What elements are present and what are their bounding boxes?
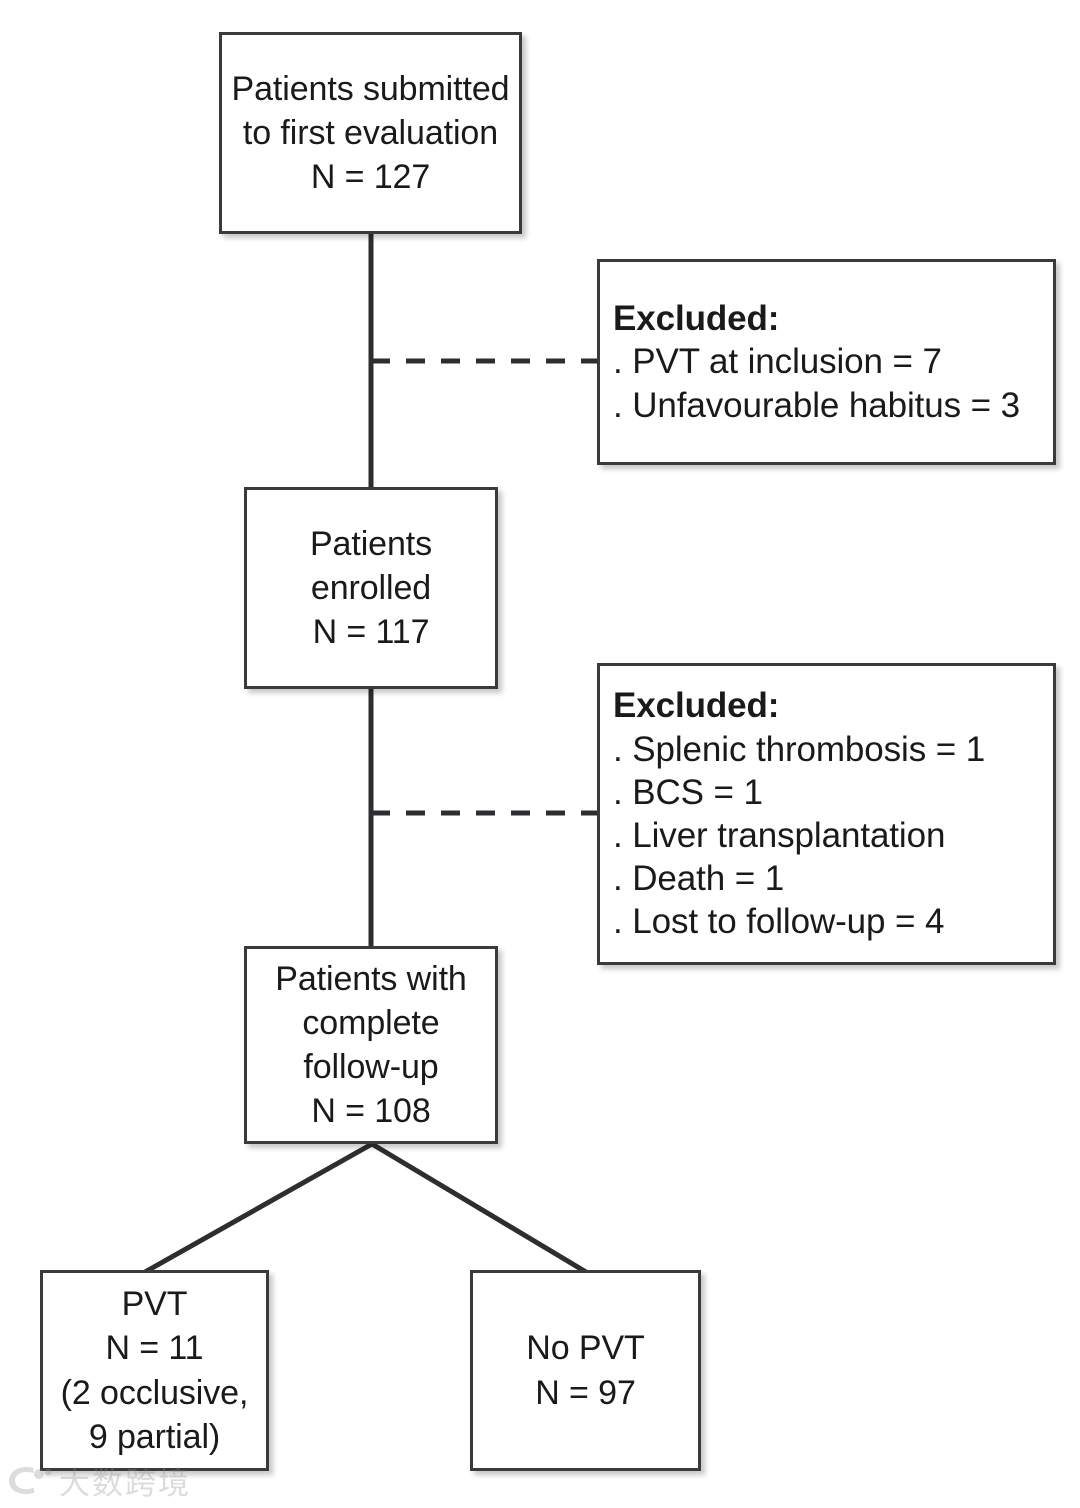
- excluded-item: . Liver transplantation: [613, 816, 946, 855]
- excluded-item: . Splenic thrombosis = 1: [613, 729, 986, 769]
- connector-complete-followup-to-pvt: [143, 1141, 374, 1275]
- node-excluded-second-stage: Excluded: . Splenic thrombosis = 1 . BCS…: [597, 663, 1056, 965]
- excluded-item: . Death = 1: [613, 859, 785, 899]
- node-first-evaluation: Patients submitted to first evaluation N…: [219, 32, 522, 234]
- node-line: N = 117: [312, 613, 430, 652]
- node-line: (2 occlusive,: [60, 1373, 249, 1412]
- node-excluded-first-stage: Excluded: . PVT at inclusion = 7 . Unfav…: [597, 259, 1056, 465]
- node-no-pvt-outcome: No PVT N = 97: [470, 1270, 701, 1471]
- node-line: N = 97: [535, 1373, 636, 1412]
- node-complete-followup-text: Patients with complete follow-up N = 108: [275, 957, 467, 1134]
- node-line: Patients submitted: [231, 69, 510, 108]
- node-line: N = 127: [310, 158, 431, 197]
- node-excluded-second-stage-text: Excluded: . Splenic thrombosis = 1 . BCS…: [600, 684, 1053, 943]
- node-line: N = 108: [311, 1092, 431, 1131]
- node-line: to first evaluation: [242, 113, 499, 152]
- excluded-item: . BCS = 1: [613, 772, 763, 812]
- node-line: follow-up: [303, 1048, 439, 1086]
- node-pvt-outcome-text: PVT N = 11 (2 occlusive, 9 partial): [61, 1282, 249, 1459]
- node-line: 9 partial): [88, 1417, 221, 1456]
- node-first-evaluation-text: Patients submitted to first evaluation N…: [232, 67, 510, 200]
- node-line: enrolled: [310, 568, 432, 607]
- node-line: No PVT: [526, 1329, 645, 1368]
- excluded-item: . PVT at inclusion = 7: [613, 342, 942, 382]
- node-pvt-outcome: PVT N = 11 (2 occlusive, 9 partial): [40, 1270, 269, 1471]
- excluded-item: . Unfavourable habitus = 3: [613, 385, 1020, 425]
- node-line: N = 11: [105, 1329, 204, 1368]
- excluded-heading: Excluded:: [613, 299, 780, 339]
- node-line: PVT: [121, 1285, 188, 1324]
- node-patients-enrolled: Patients enrolled N = 117: [244, 487, 498, 689]
- node-line: Patients: [309, 524, 433, 563]
- node-excluded-first-stage-text: Excluded: . PVT at inclusion = 7 . Unfav…: [600, 297, 1053, 427]
- node-no-pvt-outcome-text: No PVT N = 97: [526, 1326, 645, 1414]
- node-line: complete: [302, 1003, 440, 1042]
- node-patients-enrolled-text: Patients enrolled N = 117: [310, 522, 432, 655]
- node-line: Patients with: [275, 959, 467, 998]
- excluded-item: . Lost to follow-up = 4: [613, 902, 945, 942]
- connector-complete-followup-to-no-pvt: [370, 1141, 588, 1275]
- excluded-heading: Excluded:: [613, 686, 780, 726]
- node-complete-followup: Patients with complete follow-up N = 108: [244, 946, 498, 1144]
